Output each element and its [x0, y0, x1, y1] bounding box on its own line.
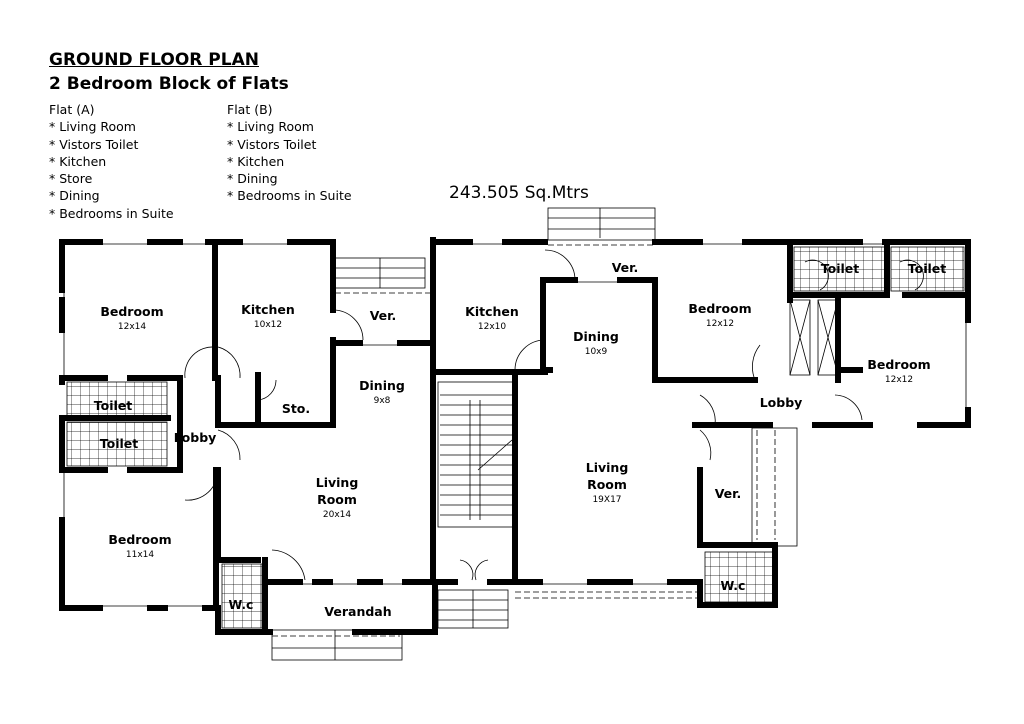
room-label: Kitchen	[241, 302, 295, 317]
plan-title: GROUND FLOOR PLAN	[49, 50, 259, 70]
room-label: Room	[587, 477, 627, 492]
room-size: 10x9	[585, 347, 608, 357]
room-label: Toilet	[94, 398, 133, 413]
room-label: Ver.	[370, 308, 397, 323]
walls	[59, 237, 971, 635]
wardrobes	[789, 299, 839, 376]
room-label: Ver.	[715, 486, 742, 501]
tiled-floors	[66, 246, 965, 629]
room-size: 10x12	[254, 320, 282, 330]
flat-a-item: * Kitchen	[49, 153, 107, 169]
room-label: Dining	[359, 378, 405, 393]
flat-a-item: * Dining	[49, 188, 100, 204]
room-label: Verandah	[324, 604, 391, 619]
plan-subtitle: 2 Bedroom Block of Flats	[49, 74, 289, 94]
room-label: Toilet	[821, 261, 860, 276]
room-label: W.c	[721, 578, 746, 593]
room-label: Toilet	[100, 436, 139, 451]
floor-area: 243.505 Sq.Mtrs	[449, 183, 589, 203]
flat-a-list: Flat (A) * Living Room * Vistors Toilet …	[49, 101, 174, 222]
room-label: Ver.	[612, 260, 639, 275]
flat-b-heading: Flat (B)	[227, 102, 273, 117]
room-label: Lobby	[174, 430, 217, 445]
flat-b-item: * Bedrooms in Suite	[227, 188, 352, 204]
flat-b-rooms: Kitchen 12x10 Ver. Dining 10x9 Bedroom 1…	[465, 260, 946, 593]
flat-a-heading: Flat (A)	[49, 102, 95, 117]
room-size: 12x14	[118, 322, 147, 332]
room-label: Bedroom	[867, 357, 930, 372]
flat-a-item: * Bedrooms in Suite	[49, 205, 174, 221]
door-swings	[184, 249, 924, 581]
flat-b-item: * Vistors Toilet	[227, 136, 317, 152]
room-label: Bedroom	[100, 304, 163, 319]
room-label: Toilet	[908, 261, 947, 276]
flat-a-rooms: Bedroom 12x14 Kitchen 10x12 Ver. Toilet …	[94, 302, 405, 619]
room-size: 11x14	[126, 550, 155, 560]
flat-b-list: Flat (B) * Living Room * Vistors Toilet …	[227, 101, 352, 205]
room-label: Dining	[573, 329, 619, 344]
room-label: W.c	[229, 597, 254, 612]
room-label: Bedroom	[688, 301, 751, 316]
flat-b-item: * Dining	[227, 171, 278, 187]
room-label: Bedroom	[108, 532, 171, 547]
room-label: Living	[586, 460, 629, 475]
flat-a-item: * Living Room	[49, 119, 136, 135]
room-size: 9x8	[374, 396, 391, 406]
room-label: Sto.	[282, 401, 310, 416]
flat-a-item: * Vistors Toilet	[49, 136, 139, 152]
room-size: 12x12	[706, 319, 734, 329]
room-label: Living	[316, 475, 359, 490]
room-size: 12x12	[885, 375, 913, 385]
flat-b-item: * Living Room	[227, 119, 314, 135]
room-label: Room	[317, 492, 357, 507]
room-label: Lobby	[760, 395, 803, 410]
room-label: Kitchen	[465, 304, 519, 319]
steps	[271, 207, 798, 661]
flat-a-item: * Store	[49, 171, 93, 187]
room-size: 12x10	[478, 322, 507, 332]
room-size: 20x14	[323, 510, 352, 520]
room-size: 19X17	[592, 495, 621, 505]
flat-b-item: * Kitchen	[227, 153, 285, 169]
windows	[63, 243, 967, 607]
